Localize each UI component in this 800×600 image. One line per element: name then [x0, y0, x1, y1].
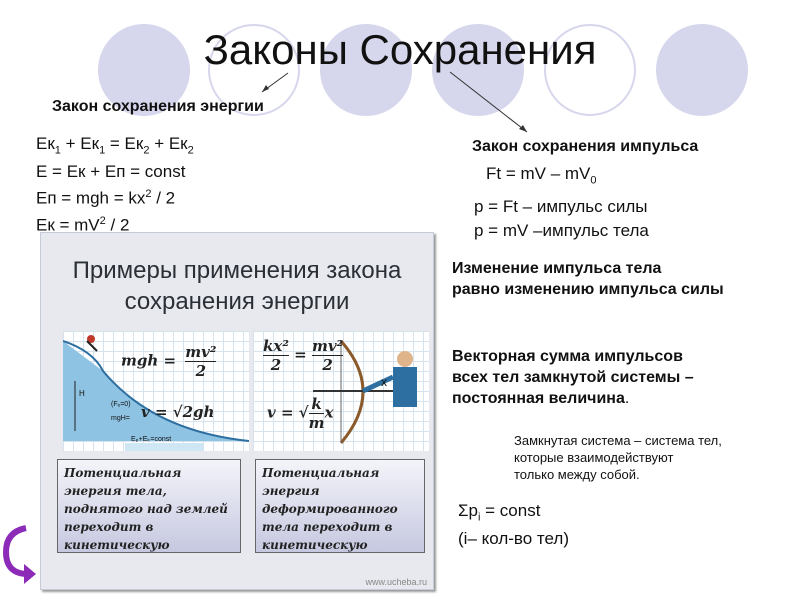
panel-title: Примеры применения закона сохранения эне…	[41, 255, 433, 317]
momentum-change-line: Изменение импульса тела	[452, 260, 662, 277]
energy-line-2: Е = Ек + Еп = const	[36, 162, 186, 182]
closed-system-line: которые взаимодействуют	[514, 450, 674, 465]
energy-heading: Закон сохранения энергии	[52, 98, 264, 115]
momentum-sum-note: (i– кол-во тел)	[458, 529, 569, 549]
vector-sum-line: постоянная величина.	[452, 390, 630, 407]
decor-circle	[544, 24, 636, 116]
closed-system-line: только между собой.	[514, 467, 640, 482]
decor-circle	[98, 24, 190, 116]
momentum-def-1: p = Ft – импульс силы	[474, 197, 648, 216]
watermark: www.ucheba.ru	[365, 577, 427, 587]
vector-sum-line: всех тел замкнутой системы –	[452, 369, 694, 386]
formula-v-2gh: v = √2gh	[141, 403, 215, 421]
momentum-heading: Закон сохранения импульса	[472, 138, 699, 155]
slope-label-c: Eₚ+Eₖ=const	[131, 436, 172, 443]
decor-circle	[320, 24, 412, 116]
slope-label-mg: mgH=	[111, 415, 130, 422]
decor-circle	[208, 24, 300, 116]
momentum-sum: Σpi = const (i– кол-во тел)	[458, 500, 569, 550]
decor-circle	[432, 24, 524, 116]
vector-sum-line: Векторная сумма импульсов	[452, 348, 683, 365]
energy-formulas: Ек1 + Ек1 = Ек2 + Ек2 Е = Ек + Еп = cons…	[36, 133, 194, 237]
slide-title: Законы Сохранения	[203, 26, 597, 73]
return-arrow-icon[interactable]	[2, 520, 38, 586]
momentum-def-2: p = mV –импульс тела	[474, 221, 649, 240]
vector-sum-text: Векторная сумма импульсов всех тел замкн…	[452, 346, 694, 409]
archer-graph: x	[253, 331, 429, 451]
momentum-change-line: равно изменению импульса силы	[452, 281, 724, 298]
callout-right: Потенциальная энергия деформированного т…	[255, 459, 425, 553]
momentum-sum-formula: Σpi = const	[458, 501, 541, 524]
callout-left: Потенциальная энергия тела, поднятого на…	[57, 459, 241, 553]
momentum-change: Изменение импульса тела равно изменению …	[452, 258, 724, 300]
energy-line-1: Ек1 + Ек1 = Ек2 + Ек2	[36, 134, 194, 157]
slope-label-h: H	[79, 389, 85, 398]
slope-label-f: (Fₑ=0)	[111, 401, 131, 408]
decor-circle	[656, 24, 748, 116]
arrow-x-label: x	[381, 375, 387, 389]
example-image-panel: Примеры применения закона сохранения эне…	[40, 232, 434, 590]
momentum-formula: Ft = mV – mV0	[486, 164, 597, 187]
closed-system-note: Замкнутая система – система тел, которые…	[514, 432, 722, 483]
archer-illustration	[313, 340, 417, 444]
energy-line-3: Еп = mgh = kx2 / 2	[36, 188, 176, 209]
closed-system-line: Замкнутая система – система тел,	[514, 433, 722, 448]
panel-title-line: Примеры применения закона	[72, 257, 402, 284]
energy-line-4: Ек = mV2 / 2	[36, 215, 130, 235]
slope-graph: H (Fₑ=0) mgH= Eₚ+Eₖ=const	[62, 331, 250, 455]
panel-title-line: сохранения энергии	[124, 288, 350, 315]
